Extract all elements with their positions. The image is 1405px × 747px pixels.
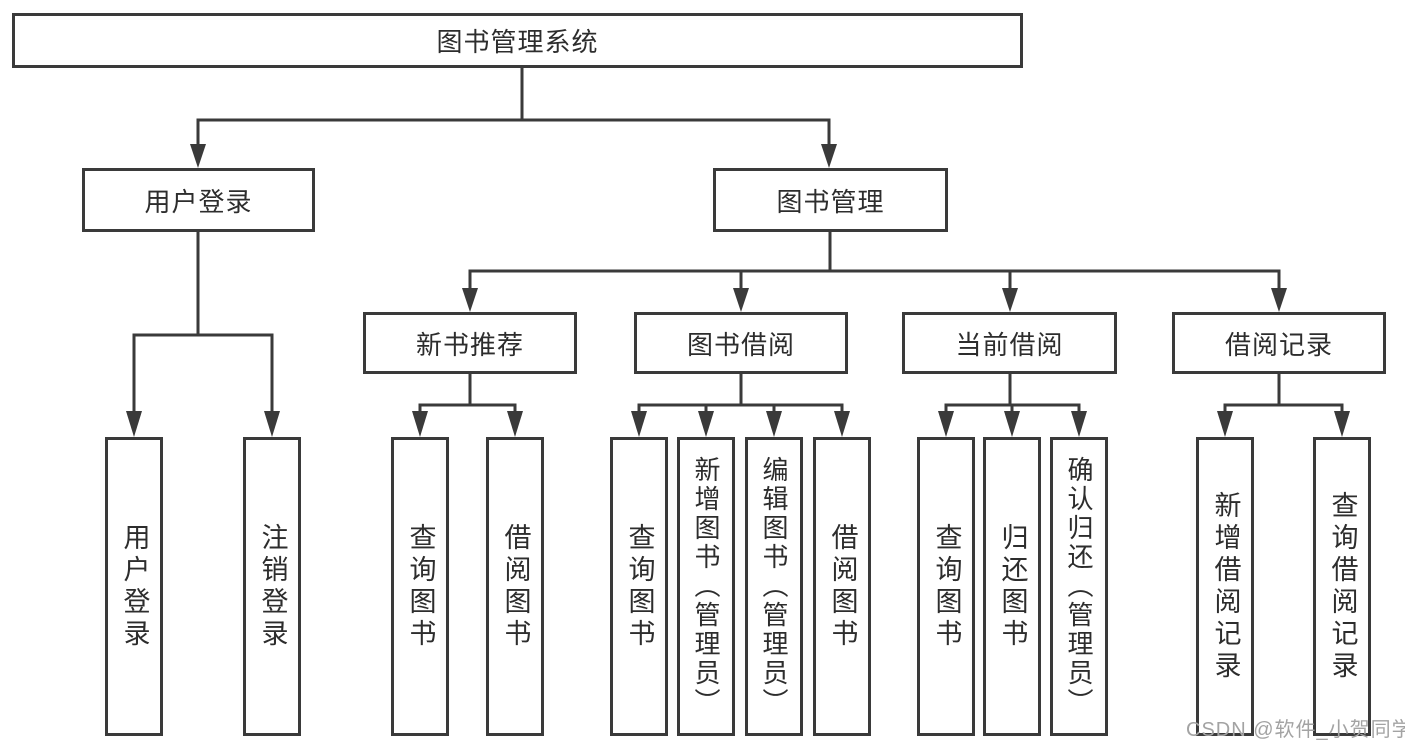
leaf-label: 用户登录 <box>119 522 150 651</box>
leaf-label: 借阅图书 <box>827 522 858 651</box>
node-label: 用户登录 <box>144 186 253 217</box>
node-borrowing-records: 借阅记录 <box>1172 312 1386 374</box>
leaf-current-confirm-return-admin: 确认归还（管理员） <box>1050 437 1108 736</box>
node-current-borrowing: 当前借阅 <box>902 312 1117 374</box>
leaf-borrowing-borrow-books: 借阅图书 <box>813 437 871 736</box>
leaf-recommend-query-books: 查询图书 <box>391 437 449 736</box>
leaf-borrowing-edit-book-admin: 编辑图书（管理员） <box>745 437 803 736</box>
node-label: 借阅记录 <box>1224 329 1333 360</box>
leaf-label: 借阅图书 <box>500 522 531 651</box>
leaf-borrowing-add-book-admin: 新增图书（管理员） <box>677 437 735 736</box>
leaf-label: 查询图书 <box>405 522 436 651</box>
leaf-label: 查询图书 <box>931 522 962 651</box>
leaf-user-login: 用户登录 <box>105 437 163 736</box>
leaf-records-query-record: 查询借阅记录 <box>1313 437 1371 736</box>
leaf-current-return-books: 归还图书 <box>983 437 1041 736</box>
leaf-current-query-books: 查询图书 <box>917 437 975 736</box>
leaf-label: 确认归还（管理员） <box>1064 456 1094 717</box>
node-user-login: 用户登录 <box>82 168 315 232</box>
node-label: 当前借阅 <box>955 329 1064 360</box>
leaf-label: 归还图书 <box>997 522 1028 651</box>
leaf-label: 查询借阅记录 <box>1327 490 1358 683</box>
node-book-borrowing: 图书借阅 <box>634 312 848 374</box>
node-label: 图书借阅 <box>686 329 795 360</box>
leaf-label: 编辑图书（管理员） <box>759 456 789 717</box>
node-library-management-system: 图书管理系统 <box>12 13 1023 68</box>
node-label: 图书管理系统 <box>436 27 599 57</box>
leaf-label: 查询图书 <box>624 522 655 651</box>
node-label: 图书管理 <box>776 186 885 217</box>
leaf-records-add-record: 新增借阅记录 <box>1196 437 1254 736</box>
leaf-recommend-borrow-books: 借阅图书 <box>486 437 544 736</box>
leaf-label: 新增借阅记录 <box>1210 490 1241 683</box>
node-label: 新书推荐 <box>415 329 524 360</box>
leaf-borrowing-query-books: 查询图书 <box>610 437 668 736</box>
leaf-label: 新增图书（管理员） <box>691 456 721 717</box>
leaf-logout: 注销登录 <box>243 437 301 736</box>
leaf-label: 注销登录 <box>257 522 288 651</box>
node-new-book-recommendation: 新书推荐 <box>363 312 577 374</box>
csdn-watermark: CSDN @软件_小贺同学 <box>1186 719 1405 741</box>
node-book-management: 图书管理 <box>713 168 948 232</box>
